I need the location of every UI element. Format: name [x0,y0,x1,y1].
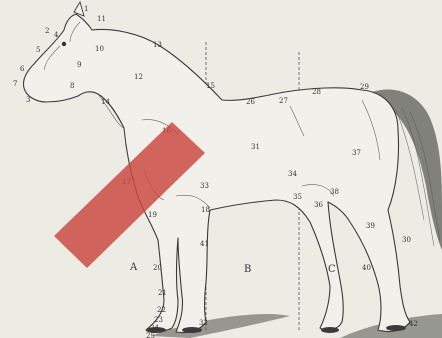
point-label: 40 [362,264,371,272]
point-label: 39 [366,222,375,230]
point-label: 32 [199,319,208,327]
point-label: 15 [206,82,215,90]
point-label: 19 [148,211,157,219]
point-label: 11 [97,15,106,23]
section-label-b: B [244,264,251,275]
section-label-a: A [129,262,138,273]
point-label: 29 [360,83,369,91]
point-label: 41 [200,240,209,248]
point-label: 20 [153,264,162,272]
point-label: 12 [134,73,143,81]
point-label: 27 [279,97,288,105]
point-label: 26 [246,98,255,106]
point-label: 1 [84,5,88,13]
section-label-c: C [328,264,336,275]
point-label: 6 [20,65,25,73]
point-label: 24 [150,324,159,332]
point-label: 21 [158,289,167,297]
point-label: 25 [146,332,155,338]
point-label: 30 [402,236,411,244]
point-label: 31 [251,143,260,151]
point-label: 5 [36,46,40,54]
point-label: 4 [54,31,59,39]
point-label: 14 [101,98,110,106]
point-label: 35 [293,193,302,201]
point-label: 9 [77,61,81,69]
point-label: 33 [200,182,209,190]
point-label: 42 [409,320,418,328]
point-label: 18 [201,206,210,214]
point-label: 37 [352,149,361,157]
horse-eye [62,42,66,46]
point-label: 22 [157,306,166,314]
point-label: 7 [13,80,17,88]
point-label: 28 [312,88,321,96]
point-label: 3 [26,96,30,104]
point-label: 2 [45,27,49,35]
point-label: 13 [153,41,162,49]
point-label: 34 [288,170,297,178]
point-label: 23 [154,316,163,324]
point-label: 36 [314,201,323,209]
point-label: 8 [70,82,74,90]
point-label: 10 [95,45,104,53]
point-label: 38 [330,188,339,196]
